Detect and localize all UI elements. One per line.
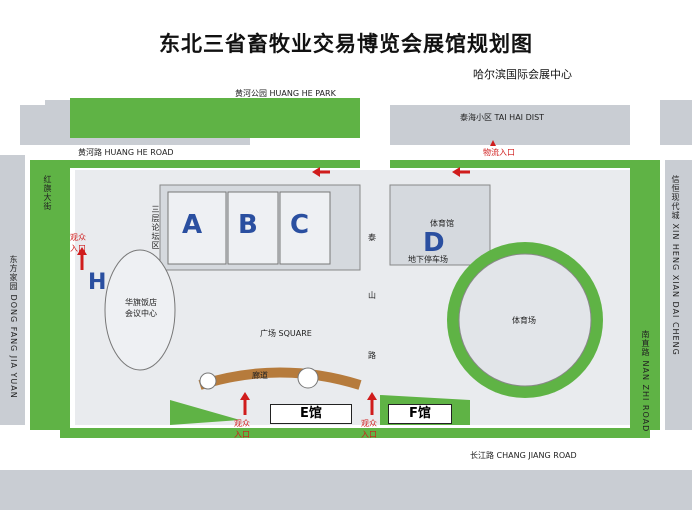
hall-c: C: [290, 210, 310, 240]
huaqi-label: 华旗饭店: [125, 298, 157, 307]
page-subtitle: 哈尔滨国际会展中心: [473, 68, 572, 81]
road-top: 黄河公园 HUANG HE PARK: [235, 89, 336, 98]
road-hongqi: 红旗大街: [43, 175, 52, 211]
hall-e: E馆: [270, 404, 352, 424]
wuliu-entrance: 物流入口: [483, 148, 515, 157]
hall-a: A: [182, 210, 203, 240]
road-dongfang: 东方家园 DONG FANG JIA YUAN: [9, 255, 18, 399]
shan-label: 山: [368, 291, 376, 300]
meeting-label: 会议中心: [125, 309, 157, 318]
road-taihai: 泰海小区 TAI HAI DIST: [460, 113, 545, 122]
hall-d: D: [423, 228, 445, 258]
page-title: 东北三省畜牧业交易博览会展馆规划图: [159, 32, 533, 56]
forum-label: 三层论坛区: [151, 205, 160, 250]
road-changjiang: 长江路 CHANG JIANG ROAD: [470, 451, 577, 460]
road-nanzhi: 南直路 NAN ZHI ROAD: [641, 330, 650, 433]
square-label: 广场 SQUARE: [260, 329, 312, 338]
hall-b: B: [238, 210, 258, 240]
promenade-label: 廊道: [252, 371, 268, 380]
gym-label: 体育馆: [430, 219, 454, 228]
lu-label: 路: [368, 351, 376, 360]
visitor-entrance-bottom1: 观众入口: [234, 419, 250, 439]
road-xinheng: 信恒现代城 XIN HENG XIAN DAI CHENG: [671, 175, 680, 356]
tai-label: 泰: [368, 233, 376, 242]
road-huanghe: 黄河路 HUANG HE ROAD: [78, 148, 174, 157]
visitor-entrance-left: 观众入口: [70, 233, 86, 253]
parking-label: 地下停车场: [408, 255, 448, 264]
visitor-entrance-bottom2: 观众入口: [361, 419, 377, 439]
hall-h: H: [88, 270, 107, 295]
hall-f: F馆: [388, 404, 452, 424]
stadium-label: 体育场: [512, 316, 536, 325]
